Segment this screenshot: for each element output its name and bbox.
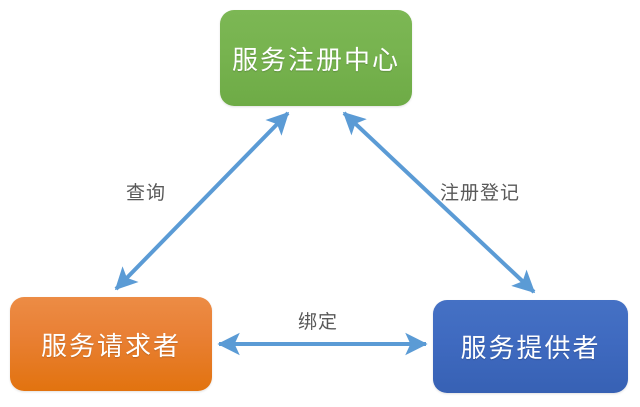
node-service-registry[interactable]: 服务注册中心 [220,10,412,106]
node-registry-label: 服务注册中心 [231,45,400,75]
edge-label-query: 查询 [126,183,167,204]
edge-register-line [342,111,536,294]
node-provider-label: 服务提供者 [460,334,601,363]
node-service-consumer[interactable]: 服务请求者 [10,297,212,391]
edge-query-line [114,111,290,291]
node-service-provider[interactable]: 服务提供者 [433,300,628,393]
edge-label-register: 注册登记 [440,183,521,204]
edge-label-bind: 绑定 [298,312,339,333]
node-consumer-label: 服务请求者 [40,331,181,361]
